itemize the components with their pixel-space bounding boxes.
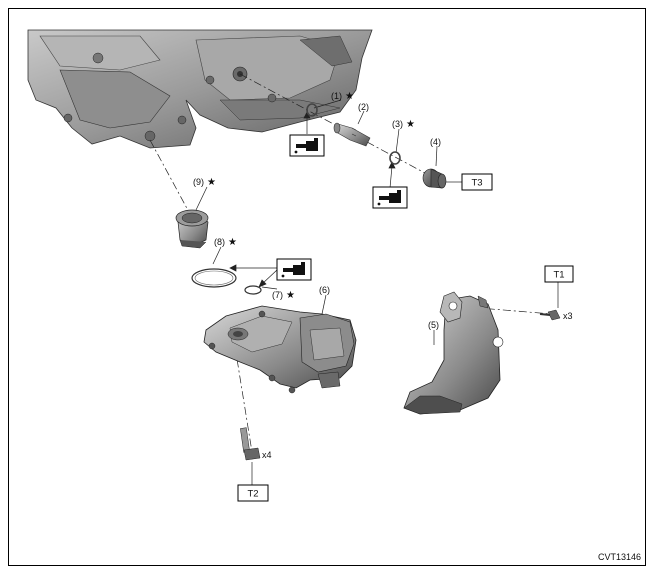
star-1: ★ bbox=[345, 91, 354, 102]
oil-can-icon bbox=[289, 134, 325, 157]
part-7-o-ring bbox=[244, 285, 262, 295]
part-5-bracket bbox=[403, 291, 504, 415]
part-2-plug bbox=[333, 122, 371, 147]
part-label-1: (1) bbox=[331, 91, 342, 101]
quantity-t1: x3 bbox=[563, 311, 573, 321]
star-9: ★ bbox=[207, 177, 216, 188]
part-3-o-ring bbox=[389, 151, 401, 165]
part-label-5: (5) bbox=[428, 320, 439, 330]
part-label-3: (3) bbox=[392, 119, 403, 129]
bolt-t1 bbox=[539, 309, 561, 321]
bolt-t2 bbox=[240, 427, 261, 461]
part-label-4: (4) bbox=[430, 137, 441, 147]
figure-code: CVT13146 bbox=[598, 552, 641, 562]
torque-label-t2: T2 bbox=[247, 489, 258, 500]
torque-box-t3: T3 bbox=[461, 173, 493, 191]
part-4-plug-bolt bbox=[422, 168, 447, 189]
torque-label-t1: T1 bbox=[553, 270, 564, 281]
quantity-t2: x4 bbox=[262, 450, 272, 460]
star-3: ★ bbox=[406, 119, 415, 130]
transmission-case bbox=[27, 29, 373, 149]
part-1-o-ring bbox=[306, 103, 318, 117]
part-8-o-ring bbox=[191, 268, 237, 288]
part-label-9: (9) bbox=[193, 177, 204, 187]
star-8: ★ bbox=[228, 237, 237, 248]
oil-can-icon bbox=[276, 258, 312, 281]
part-label-8: (8) bbox=[214, 237, 225, 247]
torque-box-t1: T1 bbox=[544, 265, 574, 283]
part-6-assembly bbox=[203, 305, 357, 394]
part-label-7: (7) bbox=[272, 290, 283, 300]
torque-label-t3: T3 bbox=[471, 178, 482, 189]
torque-box-t2: T2 bbox=[237, 484, 269, 502]
oil-can-icon bbox=[372, 186, 408, 209]
part-label-2: (2) bbox=[358, 102, 369, 112]
part-label-6: (6) bbox=[319, 285, 330, 295]
part-9-plug bbox=[175, 209, 209, 249]
leader-lines bbox=[149, 73, 559, 485]
star-7: ★ bbox=[286, 290, 295, 301]
